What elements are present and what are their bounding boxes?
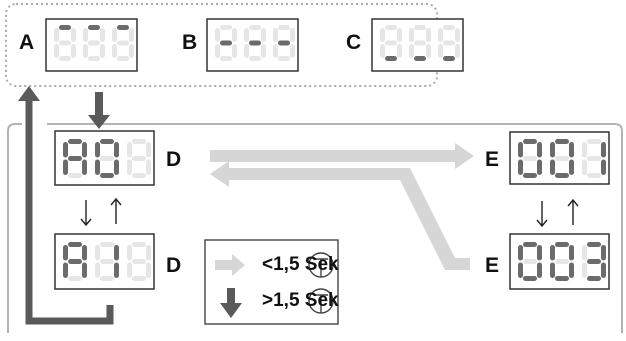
segment-digit — [518, 242, 542, 281]
button-t-icon — [308, 252, 334, 278]
segment-digit — [582, 139, 606, 178]
menu-group-frame — [7, 123, 623, 333]
segment-digit — [112, 25, 134, 61]
segment-digit — [244, 25, 266, 61]
short-press-text: <1,5 Sek — [262, 254, 339, 275]
up-arrow-icon — [567, 198, 579, 225]
short-press-arrow-right — [210, 143, 474, 169]
segment-digit — [550, 242, 574, 281]
segment-digit — [380, 25, 402, 61]
segment-digit — [550, 139, 574, 178]
long-press-legend-icon — [220, 288, 242, 318]
long-press-arrow-down — [88, 92, 110, 129]
state-label-a: A — [19, 31, 35, 54]
segment-digit — [518, 139, 542, 178]
long-press-arrow-up — [18, 86, 40, 101]
segment-digit — [273, 25, 295, 61]
segment-digit — [438, 25, 460, 61]
preset-group-frame — [5, 3, 438, 87]
state-label-d2: D — [166, 254, 182, 277]
state-label-e2: E — [485, 254, 500, 277]
down-arrow-icon — [80, 200, 92, 227]
segment-digit — [127, 139, 151, 178]
state-label-d1: D — [166, 148, 182, 171]
segment-digit — [215, 25, 237, 61]
state-label-e1: E — [485, 148, 500, 171]
seven-segment-digits — [54, 25, 606, 281]
up-arrow-icon — [110, 197, 122, 224]
segment-digit — [409, 25, 431, 61]
button-t-icon — [308, 288, 334, 314]
segment-digit — [63, 242, 87, 281]
segment-digit — [54, 25, 76, 61]
segment-digit — [83, 25, 105, 61]
short-press-legend-icon — [215, 254, 245, 276]
segment-digit — [63, 139, 87, 178]
long-press-return-line — [25, 101, 114, 325]
state-label-c: C — [346, 31, 362, 54]
long-press-text: >1,5 Sek — [262, 290, 339, 311]
segment-digit — [95, 242, 119, 281]
segment-digit — [582, 242, 606, 281]
down-arrow-icon — [536, 201, 548, 228]
state-label-b: B — [182, 31, 198, 54]
segment-digit — [127, 242, 151, 281]
nav-arrows — [80, 197, 579, 228]
segment-digit — [95, 139, 119, 178]
short-press-arrow-left — [210, 161, 470, 270]
